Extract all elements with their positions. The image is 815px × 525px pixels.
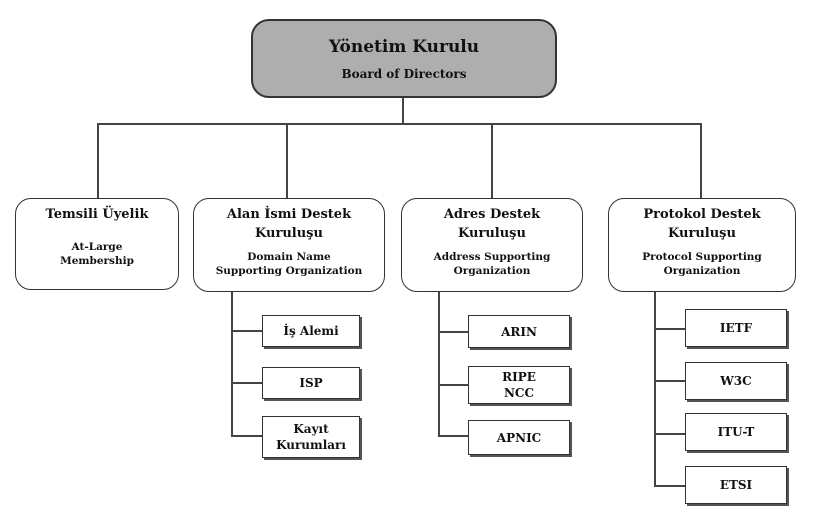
root-stem bbox=[402, 97, 404, 124]
protocol-so-node: Protokol Destek Kuruluşu Protocol Suppor… bbox=[608, 198, 796, 292]
spine-protocol bbox=[654, 292, 656, 487]
apnic-node: APNIC bbox=[468, 420, 570, 455]
drop-line-4 bbox=[700, 123, 702, 198]
org-name-en: At-Large Membership bbox=[60, 241, 134, 267]
drop-line-3 bbox=[491, 123, 493, 198]
root-subtitle: Board of Directors bbox=[341, 66, 467, 81]
itu-t-node: ITU-T bbox=[685, 413, 787, 451]
branch-protocol-1 bbox=[654, 328, 685, 330]
ietf-node: IETF bbox=[685, 309, 787, 347]
branch-protocol-4 bbox=[654, 485, 685, 487]
ripe-ncc-node: RIPE NCC bbox=[468, 366, 570, 404]
is-alemi-node: İş Alemi bbox=[262, 315, 360, 347]
branch-domain-3 bbox=[231, 435, 262, 437]
w3c-node: W3C bbox=[685, 362, 787, 400]
branch-address-1 bbox=[438, 331, 468, 333]
branch-address-2 bbox=[438, 384, 468, 386]
at-large-membership-node: Temsili Üyelik At-Large Membership bbox=[15, 198, 179, 290]
board-of-directors-node: Yönetim Kurulu Board of Directors bbox=[251, 19, 557, 98]
spine-domain bbox=[231, 292, 233, 437]
org-name-tr: Alan İsmi Destek Kuruluşu bbox=[226, 207, 352, 241]
drop-line-2 bbox=[286, 123, 288, 198]
branch-protocol-2 bbox=[654, 380, 685, 382]
org-name-tr: Protokol Destek Kuruluşu bbox=[643, 207, 761, 241]
arin-node: ARIN bbox=[468, 315, 570, 348]
domain-name-so-node: Alan İsmi Destek Kuruluşu Domain Name Su… bbox=[193, 198, 385, 292]
spine-address bbox=[438, 292, 440, 437]
branch-domain-1 bbox=[231, 330, 262, 332]
org-name-en: Address Supporting Organization bbox=[433, 251, 551, 277]
address-so-node: Adres Destek Kuruluşu Address Supporting… bbox=[401, 198, 583, 292]
etsi-node: ETSI bbox=[685, 466, 787, 504]
drop-line-1 bbox=[97, 123, 99, 199]
kayit-kurumlari-node: Kayıt Kurumları bbox=[262, 416, 360, 458]
org-name-tr: Adres Destek Kuruluşu bbox=[443, 207, 541, 241]
branch-domain-2 bbox=[231, 382, 262, 384]
org-name-en: Protocol Supporting Organization bbox=[642, 251, 762, 277]
branch-address-3 bbox=[438, 435, 468, 437]
org-name-en: Domain Name Supporting Organization bbox=[215, 251, 363, 277]
root-title: Yönetim Kurulu bbox=[328, 36, 480, 57]
branch-protocol-3 bbox=[654, 433, 685, 435]
org-name-tr: Temsili Üyelik bbox=[45, 207, 149, 222]
top-horizontal-line bbox=[97, 123, 702, 125]
isp-node: ISP bbox=[262, 367, 360, 399]
